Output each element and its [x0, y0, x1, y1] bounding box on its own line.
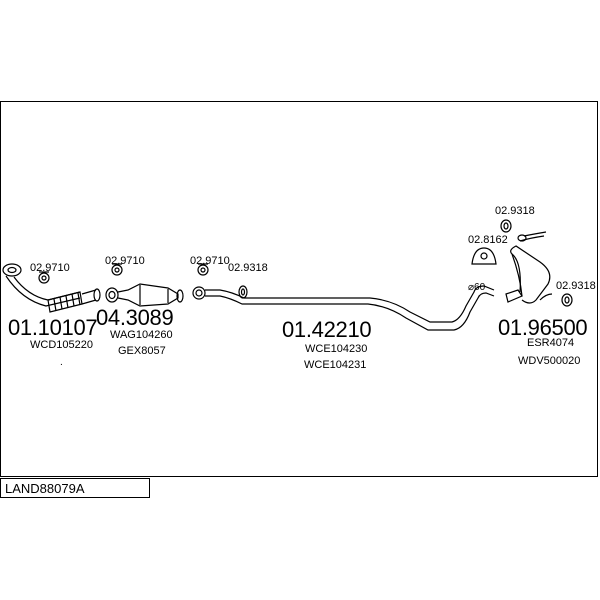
diagram-id-box: LAND88079A: [0, 478, 150, 498]
dot-mark: .: [60, 357, 63, 368]
front-pipe-drawing: [2, 263, 101, 313]
fitting-label-7: 02.9318: [556, 280, 596, 292]
part-ref-middle-pipe-2: WCE104231: [304, 359, 367, 371]
hanger-4: [238, 285, 248, 299]
part-number-catalyst: 04.3089: [96, 305, 174, 330]
fitting-label-4: 02.9318: [228, 262, 268, 274]
middle-pipe-drawing: [192, 285, 495, 331]
part-ref-catalyst-1: WAG104260: [110, 329, 173, 341]
part-ref-rear-silencer-1: ESR4074: [527, 337, 575, 349]
fitting-label-3: 02.9710: [190, 255, 230, 267]
hanger-3: [197, 263, 209, 276]
catalyst-drawing: [105, 283, 184, 307]
part-ref-rear-silencer-2: WDV500020: [518, 355, 581, 367]
hanger-2: [111, 263, 123, 276]
hanger-5: [500, 219, 512, 233]
hanger-7: [561, 293, 573, 307]
hanger-1: [38, 271, 50, 284]
diagram-frame: [0, 101, 598, 477]
part-number-front-pipe: 01.10107: [8, 315, 98, 340]
fitting-label-2: 02.9710: [105, 255, 145, 267]
fitting-label-6: 02.8162: [468, 234, 508, 246]
fitting-label-1: 02.9710: [30, 262, 70, 274]
rear-silencer-drawing: [505, 231, 553, 304]
part-ref-front-pipe-1: WCD105220: [30, 339, 93, 351]
hanger-6: [471, 247, 497, 265]
fitting-label-5: 02.9318: [495, 205, 535, 217]
diagram-id: LAND88079A: [5, 481, 85, 496]
part-ref-middle-pipe-1: WCE104230: [305, 343, 368, 355]
part-number-middle-pipe: 01.42210: [282, 317, 372, 342]
part-ref-catalyst-2: GEX8057: [118, 345, 166, 357]
diameter-label: ⌀60: [468, 282, 486, 293]
hanger-drawings: [38, 219, 573, 307]
part-number-rear-silencer: 01.96500: [498, 315, 588, 340]
